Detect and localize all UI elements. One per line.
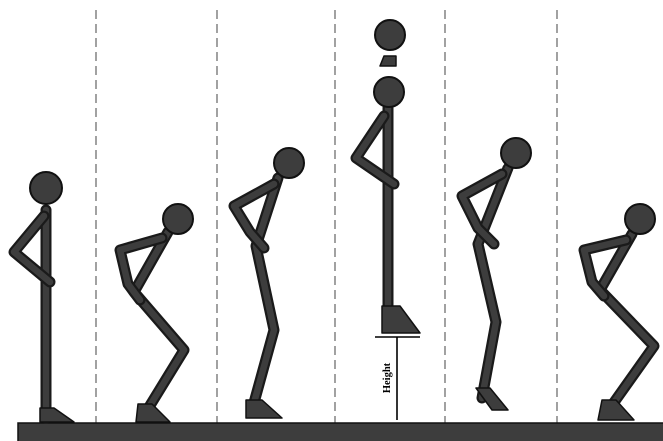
ground-bar [18, 423, 663, 441]
figure-crouch [120, 204, 193, 422]
ghost-torso [380, 56, 396, 66]
height-indicator: Height [375, 337, 420, 420]
figure-recovery [584, 204, 655, 420]
figure-standing [14, 172, 74, 422]
height-label: Height [382, 362, 393, 393]
figure-airborne [356, 20, 420, 333]
figure-rising [234, 148, 304, 418]
ghost-head [375, 20, 405, 50]
figure-landing [462, 138, 531, 410]
